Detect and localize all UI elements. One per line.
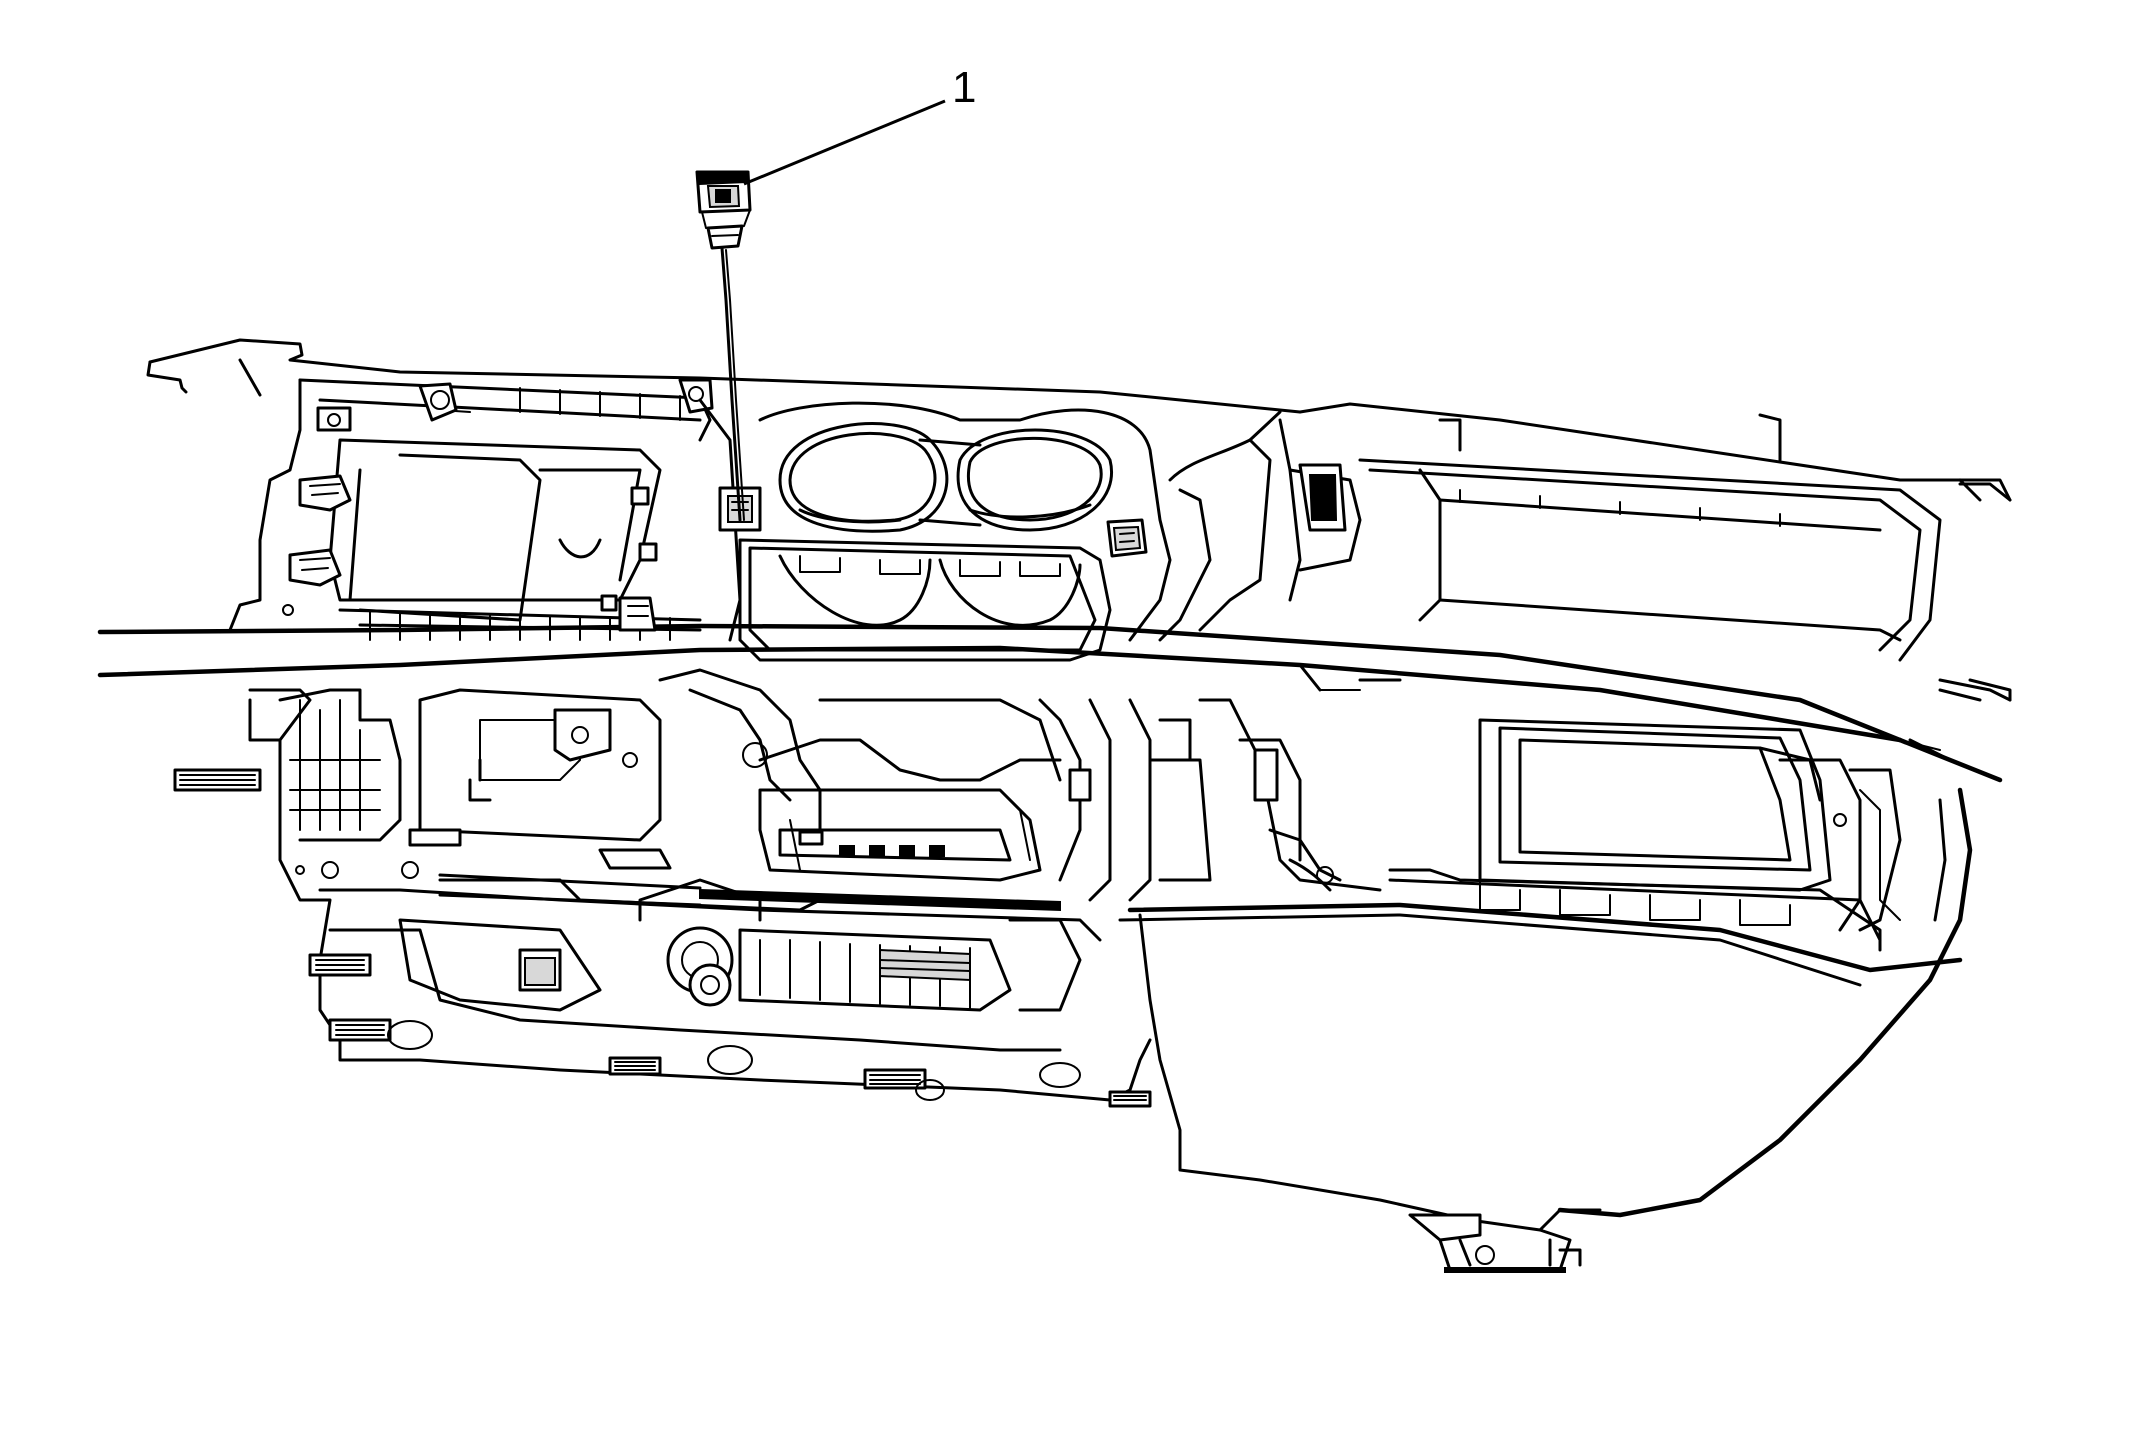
shifter-mechanism xyxy=(398,878,1082,1012)
lower-vent-right xyxy=(863,1068,927,1090)
callout-1: 1 xyxy=(743,63,976,186)
console-right-lower-panel xyxy=(1118,787,1973,1273)
usb-receptacle-part xyxy=(695,170,752,522)
lower-vent-far-right xyxy=(1108,1090,1152,1108)
console-lower-carrier xyxy=(173,688,1152,1108)
shifter-boot-area xyxy=(658,668,1212,902)
lower-vent-left-2 xyxy=(328,1018,392,1042)
callout-1-leader xyxy=(743,99,946,186)
cup-holder xyxy=(778,422,1113,533)
callout-1-label: 1 xyxy=(952,63,976,112)
lower-vent-left xyxy=(308,953,372,977)
lower-vent-mid xyxy=(608,1056,662,1076)
right-storage-bin xyxy=(1198,698,1902,952)
console-upper-trim-panel xyxy=(97,338,2012,783)
